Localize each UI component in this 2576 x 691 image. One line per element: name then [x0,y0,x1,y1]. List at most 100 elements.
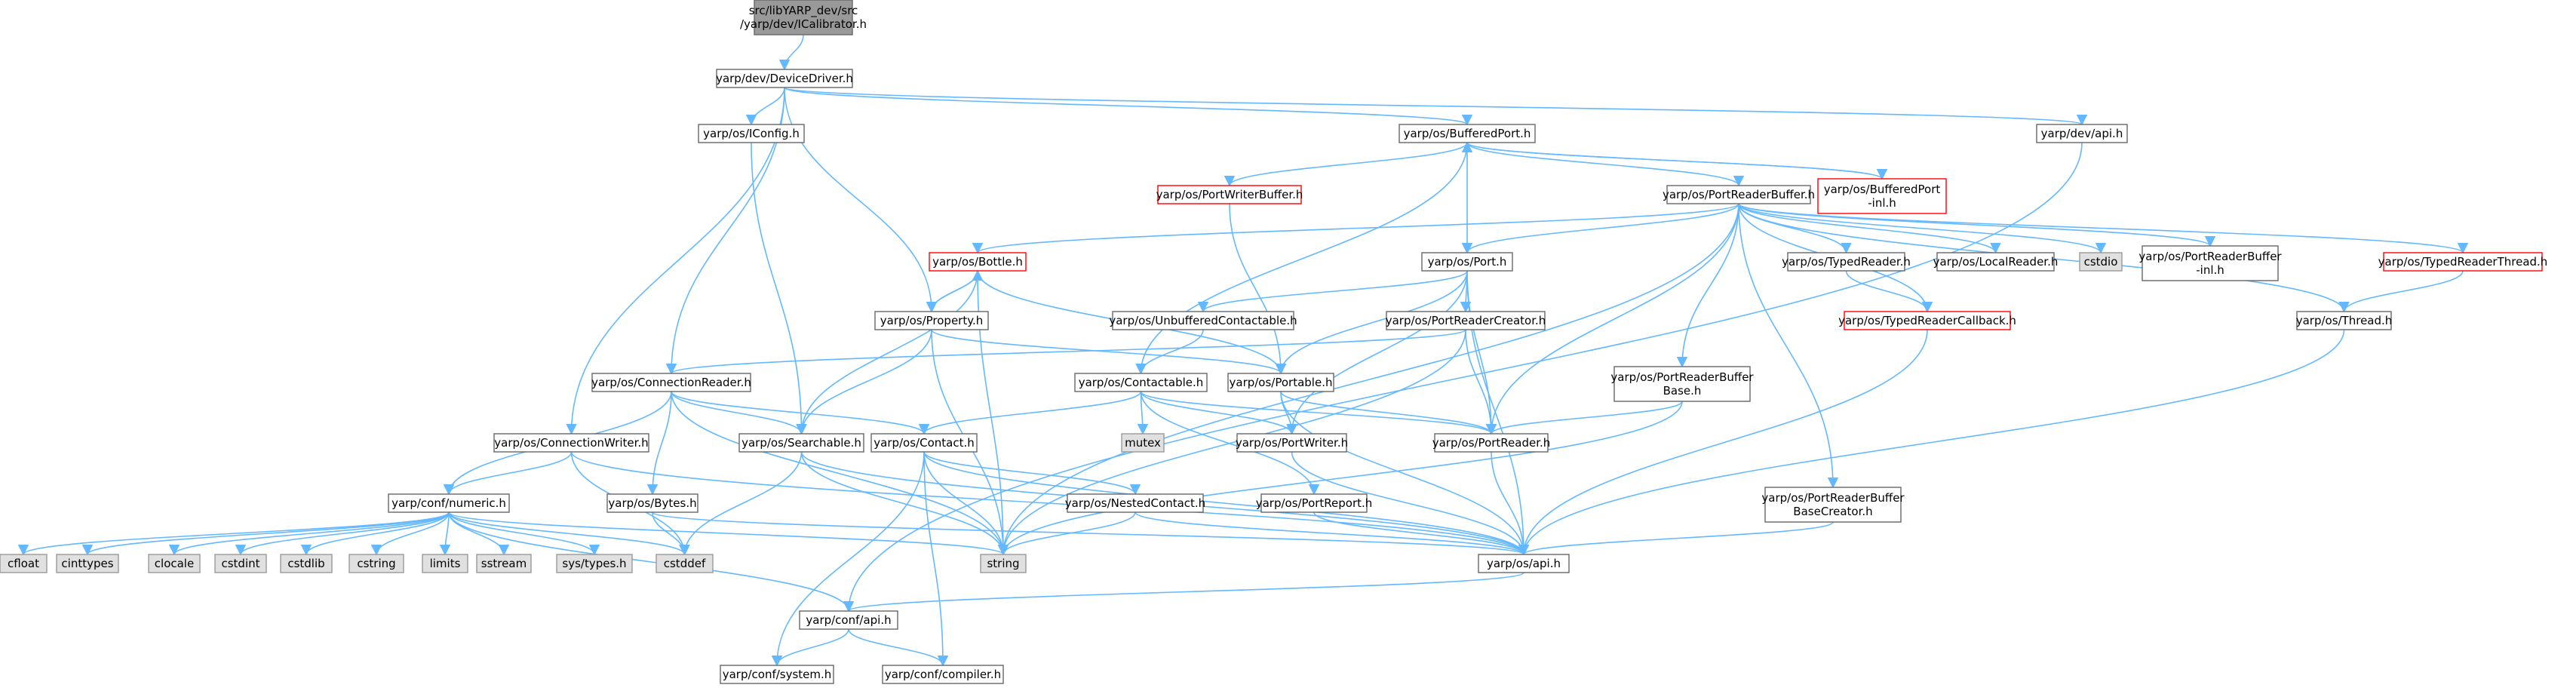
node-osapi[interactable]: yarp/os/api.h [1478,554,1570,573]
node-portwriterbuffer[interactable]: yarp/os/PortWriterBuffer.h [1156,185,1303,204]
edge-devdriver-to-connwriter [566,87,785,435]
edge-contact-to-string [923,451,1009,556]
node-box [1067,493,1204,513]
node-connwriter[interactable]: yarp/os/ConnectionWriter.h [493,433,649,453]
node-devdriver[interactable]: yarp/dev/DeviceDriver.h [716,69,853,88]
node-confnumeric[interactable]: yarp/conf/numeric.h [388,493,510,513]
edge-osapi-to-confapi [843,572,1524,613]
edge-devdriver-to-bufferedport [784,87,1472,126]
node-cstring: cstring [348,554,404,573]
node-label: yarp/conf/system.h [723,668,832,681]
node-cstdio: cstdio [2079,252,2123,272]
node-label: yarp/os/Thread.h [2296,314,2393,327]
node-contact[interactable]: yarp/os/Contact.h [870,433,978,453]
edge-portable-to-portreader [1280,391,1497,435]
node-label: yarp/os/TypedReaderThread.h [2378,255,2548,269]
node-label: yarp/os/Property.h [880,314,983,327]
node-label: yarp/os/IConfig.h [703,127,800,140]
node-box [870,433,978,453]
node-portreaderbufferinl[interactable]: yarp/os/PortReaderBuffer-inl.h [2138,245,2282,281]
node-portreadercreator[interactable]: yarp/os/PortReaderCreator.h [1386,311,1546,330]
edge-portreaderbuffer-to-bottle [972,203,1739,254]
node-unbuffcont[interactable]: yarp/os/UnbufferedContactable.h [1109,311,1297,330]
node-label: yarp/os/PortReaderBuffer [1761,491,1905,505]
node-label: yarp/os/Contactable.h [1079,376,1204,389]
node-label: yarp/os/Bottle.h [932,255,1023,269]
node-port[interactable]: yarp/os/Port.h [1421,252,1513,272]
node-portreaderbuffer[interactable]: yarp/os/PortReaderBuffer.h [1663,185,1815,204]
edge-bufferedport-to-portreaderbuffer [1466,142,1745,187]
node-label: yarp/os/BufferedPort.h [1404,127,1531,140]
node-nestedcontact[interactable]: yarp/os/NestedContact.h [1065,493,1205,513]
node-label: cstdint [221,557,259,570]
node-bottle[interactable]: yarp/os/Bottle.h [929,252,1027,272]
node-confcompiler[interactable]: yarp/conf/compiler.h [882,665,1004,684]
node-box [1121,433,1165,453]
node-cinttypes: cinttypes [56,554,119,573]
node-devapi[interactable]: yarp/dev/api.h [2036,124,2128,143]
node-box [476,554,532,573]
node-thread[interactable]: yarp/os/Thread.h [2296,311,2393,330]
node-string: string [980,554,1027,573]
node-box [799,610,898,630]
edge-devdriver-to-iconfig [745,87,785,126]
node-typedreaderthread[interactable]: yarp/os/TypedReaderThread.h [2378,252,2548,272]
node-box [2383,252,2543,272]
edge-confnumeric-to-cstdint [235,511,450,556]
edge-contact-to-nestedcontact [923,451,1141,496]
node-searchable[interactable]: yarp/os/Searchable.h [738,433,864,453]
node-box [720,665,834,684]
node-box [1666,185,1811,204]
node-portwriter[interactable]: yarp/os/PortWriter.h [1236,433,1348,453]
node-label: -inl.h [1868,196,1896,210]
node-box [606,493,698,513]
node-iconfig[interactable]: yarp/os/IConfig.h [698,124,805,143]
edge-unbuffcont-to-contactable [1135,329,1204,375]
node-property[interactable]: yarp/os/Property.h [874,311,989,330]
node-confapi[interactable]: yarp/conf/api.h [799,610,898,630]
node-localreader[interactable]: yarp/os/LocalReader.h [1933,252,2059,272]
node-box [656,554,714,573]
edge-iconfig-to-searchable [751,142,807,435]
node-typedreader[interactable]: yarp/os/TypedReader.h [1782,252,1911,272]
node-typedreadercallback[interactable]: yarp/os/TypedReaderCallback.h [1838,311,2016,330]
node-portreader[interactable]: yarp/os/PortReader.h [1432,433,1551,453]
edge-typedreadercallback-to-osapi [1518,329,1928,556]
edge-bytes-to-cstddef [652,511,690,556]
node-label: yarp/os/PortReaderBuffer.h [1663,188,1815,201]
edge-portreaderbufferbasecreator-to-osapi [1518,521,1834,556]
node-label: yarp/os/PortReport.h [1256,496,1373,510]
node-label: yarp/os/LocalReader.h [1933,255,2059,269]
edge-confnumeric-to-cstring [370,511,450,556]
node-label: sstream [481,557,527,570]
node-box [1613,366,1751,402]
node-label: cstdio [2084,255,2118,269]
node-root: src/libYARP_dev/src/yarp/dev/ICalibrator… [740,0,867,35]
node-bufferedportinl[interactable]: yarp/os/BufferedPort-inl.h [1817,178,1947,214]
edge-portreaderbuffer-to-string [997,203,1739,556]
node-connreader[interactable]: yarp/os/ConnectionReader.h [591,373,751,392]
node-label: yarp/os/api.h [1487,557,1561,570]
node-label: yarp/os/Contact.h [874,436,975,450]
edge-searchable-to-cstddef [679,451,803,556]
edge-property-to-portable [931,329,1286,375]
edge-confapi-to-confcompiler [848,628,949,667]
node-label: yarp/dev/api.h [2041,127,2123,140]
node-label: yarp/os/BufferedPort [1824,183,1941,196]
node-bufferedport[interactable]: yarp/os/BufferedPort.h [1399,124,1536,143]
node-box [422,554,468,573]
node-portable[interactable]: yarp/os/Portable.h [1227,373,1334,392]
edge-portreaderbuffer-to-portreaderbufferinl [1738,203,2215,247]
node-contactable[interactable]: yarp/os/Contactable.h [1074,373,1208,392]
edge-portreadercreator-to-string [997,329,1466,556]
edge-portreadercreator-to-portreader [1465,329,1497,435]
edge-thread-to-osapi [1518,329,2345,556]
node-label: cstdlib [287,557,324,570]
node-portreport[interactable]: yarp/os/PortReport.h [1256,493,1373,513]
node-bytes[interactable]: yarp/os/Bytes.h [606,493,698,513]
node-label: yarp/os/NestedContact.h [1065,496,1205,510]
edge-portreaderbuffer-to-portreaderbufferbase [1676,203,1739,368]
node-confsystem[interactable]: yarp/conf/system.h [720,665,834,684]
